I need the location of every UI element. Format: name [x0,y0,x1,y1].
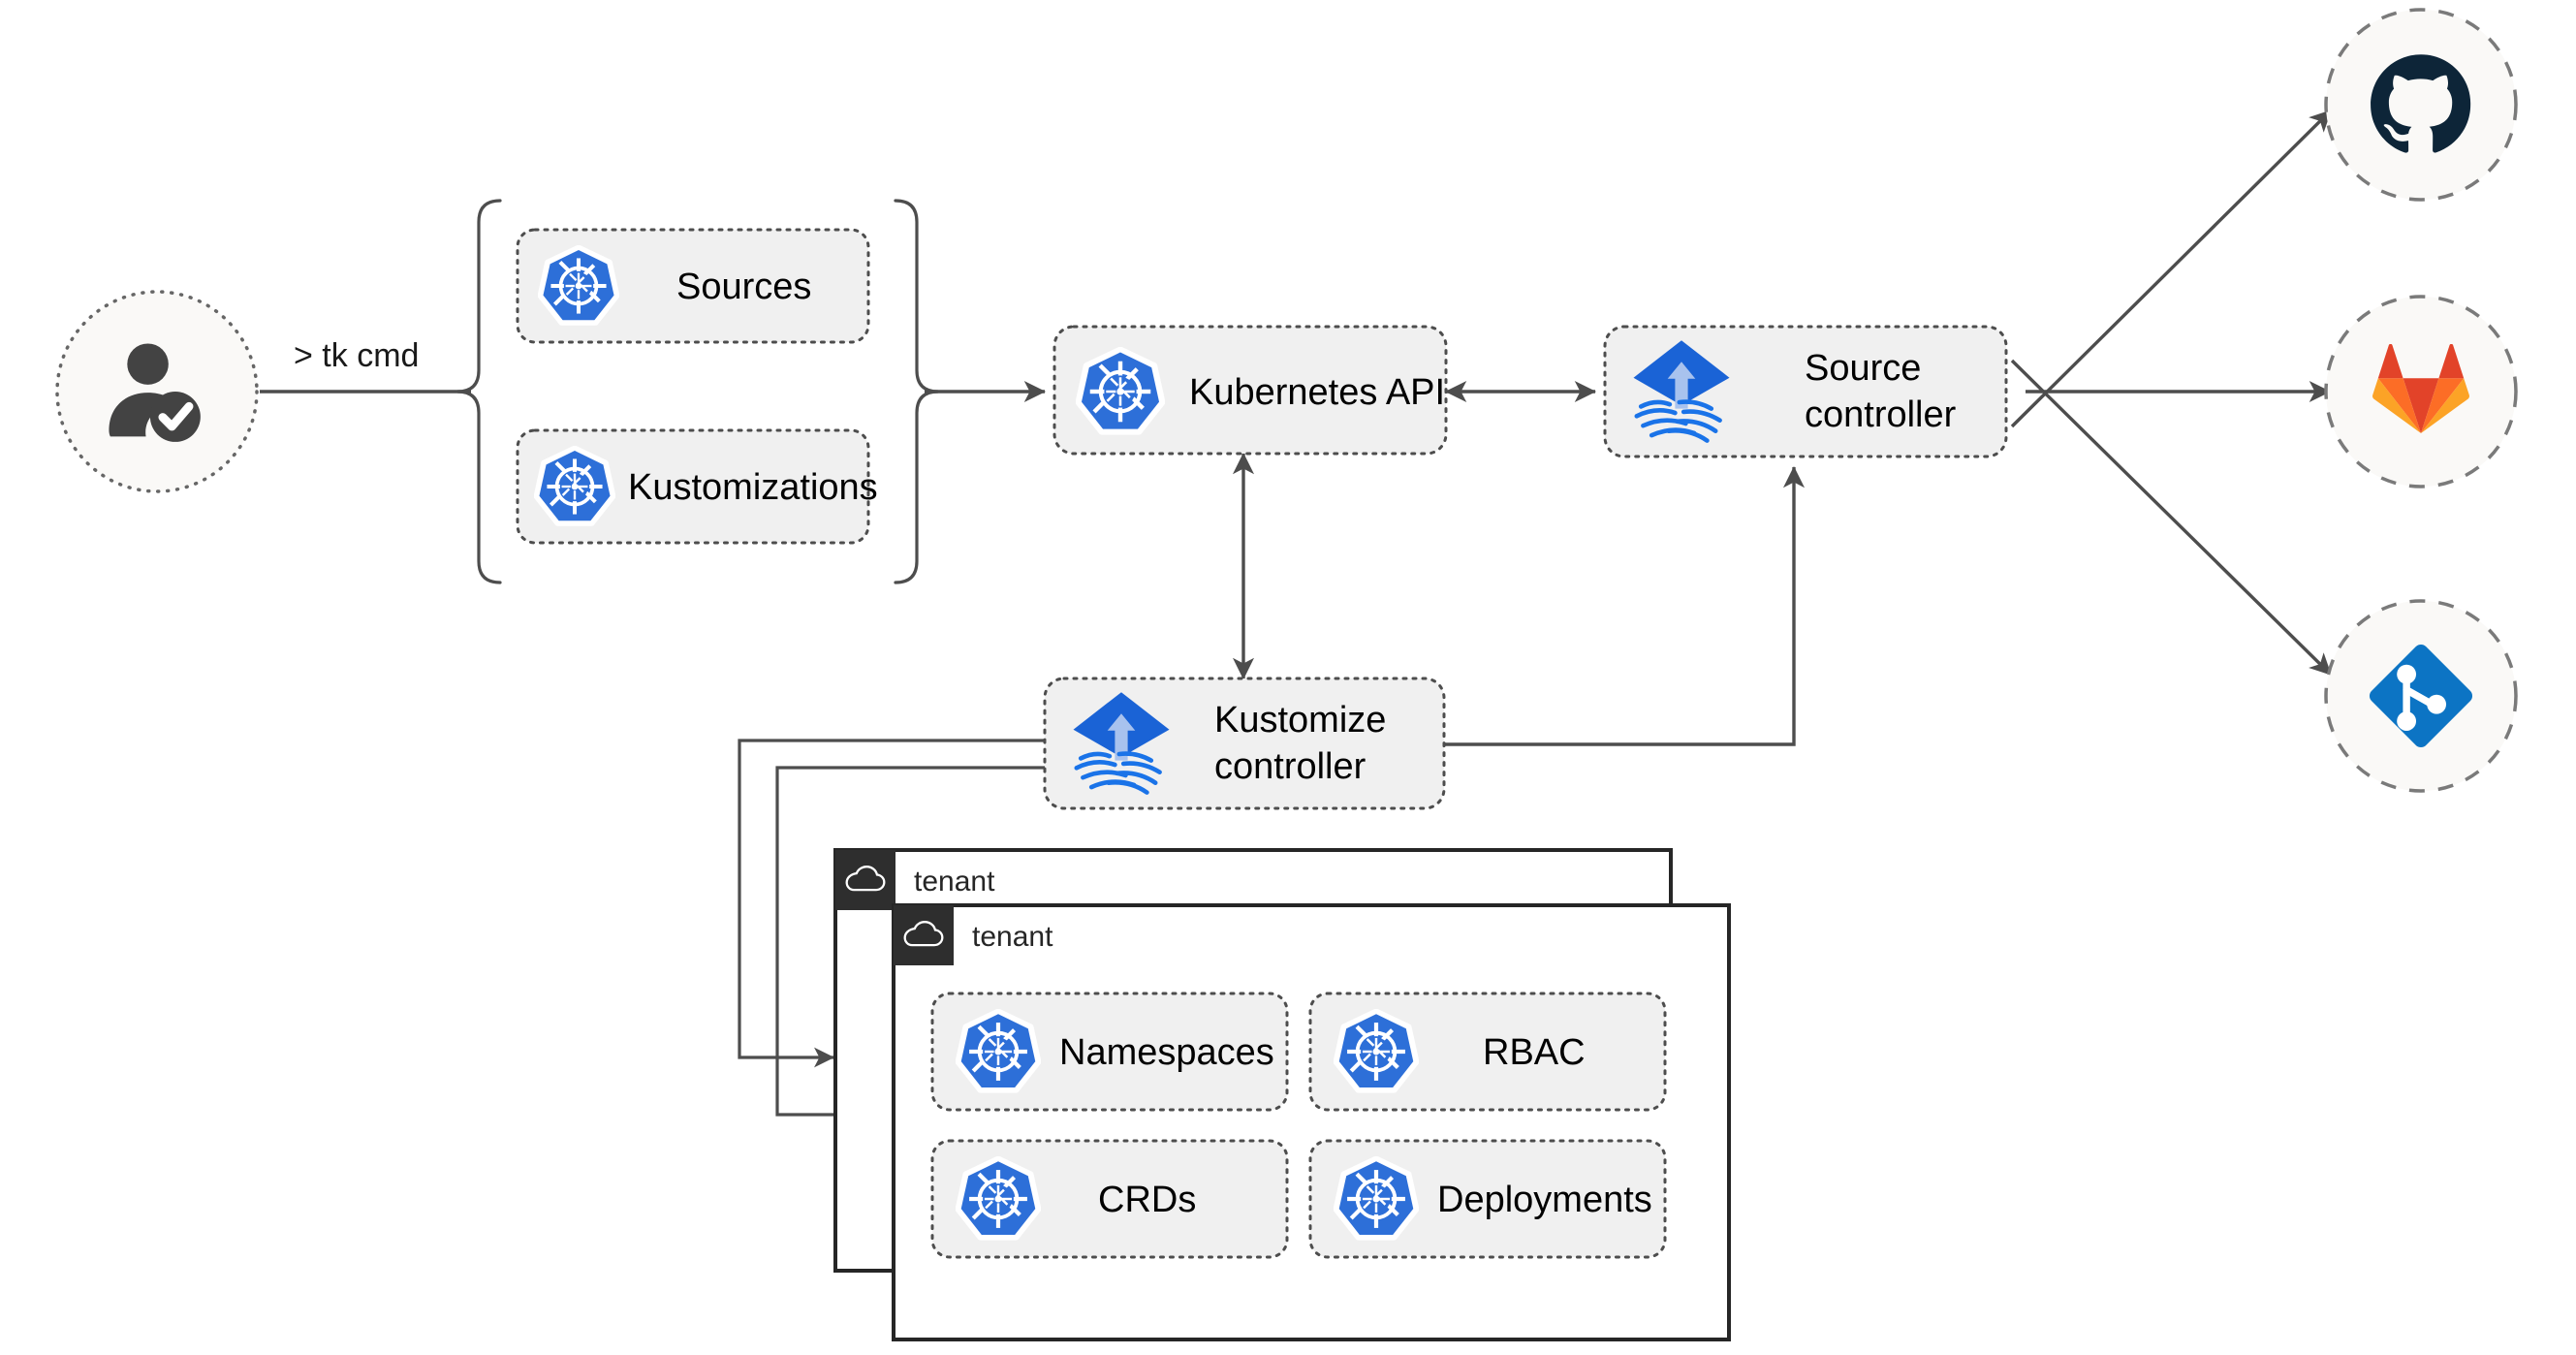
node-source-controller[interactable]: Source controller [1603,325,2008,458]
deployments-label: Deployments [1437,1180,1652,1220]
source-controller-label-line2: controller [1805,394,1957,435]
tenant-front-frame [892,903,1731,1341]
deployments-box-border [1308,1139,1667,1259]
tenant-resource-rbac[interactable]: RBAC [1308,992,1667,1112]
tenant-back-header [835,850,895,910]
git-provider-git[interactable] [2324,599,2518,793]
node-kubernetes-api[interactable]: Kubernetes API [1052,325,1448,456]
kustomize-controller-label-line2: controller [1214,746,1367,787]
kubernetes-api-box-fill [1054,327,1446,454]
kubernetes-icon [1336,1159,1417,1238]
kustomizations-box-fill [518,430,868,543]
sources-label: Sources [676,267,811,307]
tenant-window-front[interactable]: tenant Namespaces RBAC CRDs [892,903,1731,1341]
tenant-resource-crds[interactable]: CRDs [930,1139,1289,1259]
namespaces-label: Namespaces [1059,1032,1274,1073]
crds-box-border [930,1139,1289,1259]
kubernetes-api-box-border [1052,325,1448,456]
node-kustomize-controller[interactable]: Kustomize controller [1043,677,1446,810]
rbac-label: RBAC [1483,1032,1586,1073]
source-controller-box-border [1603,325,2008,458]
connector-kustomize-to-source-controller [1434,465,1806,746]
brace-right [894,199,939,584]
command-label: > tk cmd [294,337,419,374]
git-circle-border [2324,599,2518,793]
connector-source-controller-to-git [2010,359,2333,677]
kustomizations-box-border [516,428,870,545]
git-provider-gitlab[interactable] [2324,295,2518,488]
github-circle-fill [2326,10,2516,200]
kubernetes-icon [958,1159,1039,1238]
kustomize-controller-box-border [1043,677,1446,810]
sources-box-border [516,228,870,344]
user-actor[interactable] [55,290,259,493]
kubernetes-icon [958,1012,1039,1090]
connector-source-controller-to-github [2010,109,2333,428]
tenant-resource-namespaces[interactable]: Namespaces [930,992,1289,1112]
namespaces-box-border [930,992,1289,1112]
tenant-front-header [894,905,954,965]
gitlab-circle-border [2324,295,2518,488]
resource-group-braces [456,199,939,584]
tenant-back-label: tenant [914,866,995,898]
kubernetes-icon [541,248,617,323]
rbac-box-border [1308,992,1667,1112]
tenant-resource-deployments[interactable]: Deployments [1308,1139,1667,1259]
crds-label: CRDs [1098,1180,1196,1220]
kustomize-controller-label-line1: Kustomize [1214,700,1386,741]
github-circle-border [2324,8,2518,202]
tenant-front-label: tenant [972,921,1053,953]
user-circle-border [55,290,259,493]
connector-kustomize-to-tenant-back [738,739,1045,1068]
resource-box-kustomizations[interactable]: Kustomizations [516,428,878,545]
git-provider-github[interactable] [2324,8,2518,202]
user-circle-fill [57,292,257,491]
kustomizations-label: Kustomizations [628,467,878,508]
brace-left [456,199,502,584]
kubernetes-icon [537,449,613,523]
kubernetes-icon [1079,350,1162,432]
resource-box-sources[interactable]: Sources [516,228,870,344]
source-controller-label-line1: Source [1805,348,1921,389]
kubernetes-api-label: Kubernetes API [1189,372,1445,413]
kubernetes-icon [1336,1012,1417,1090]
